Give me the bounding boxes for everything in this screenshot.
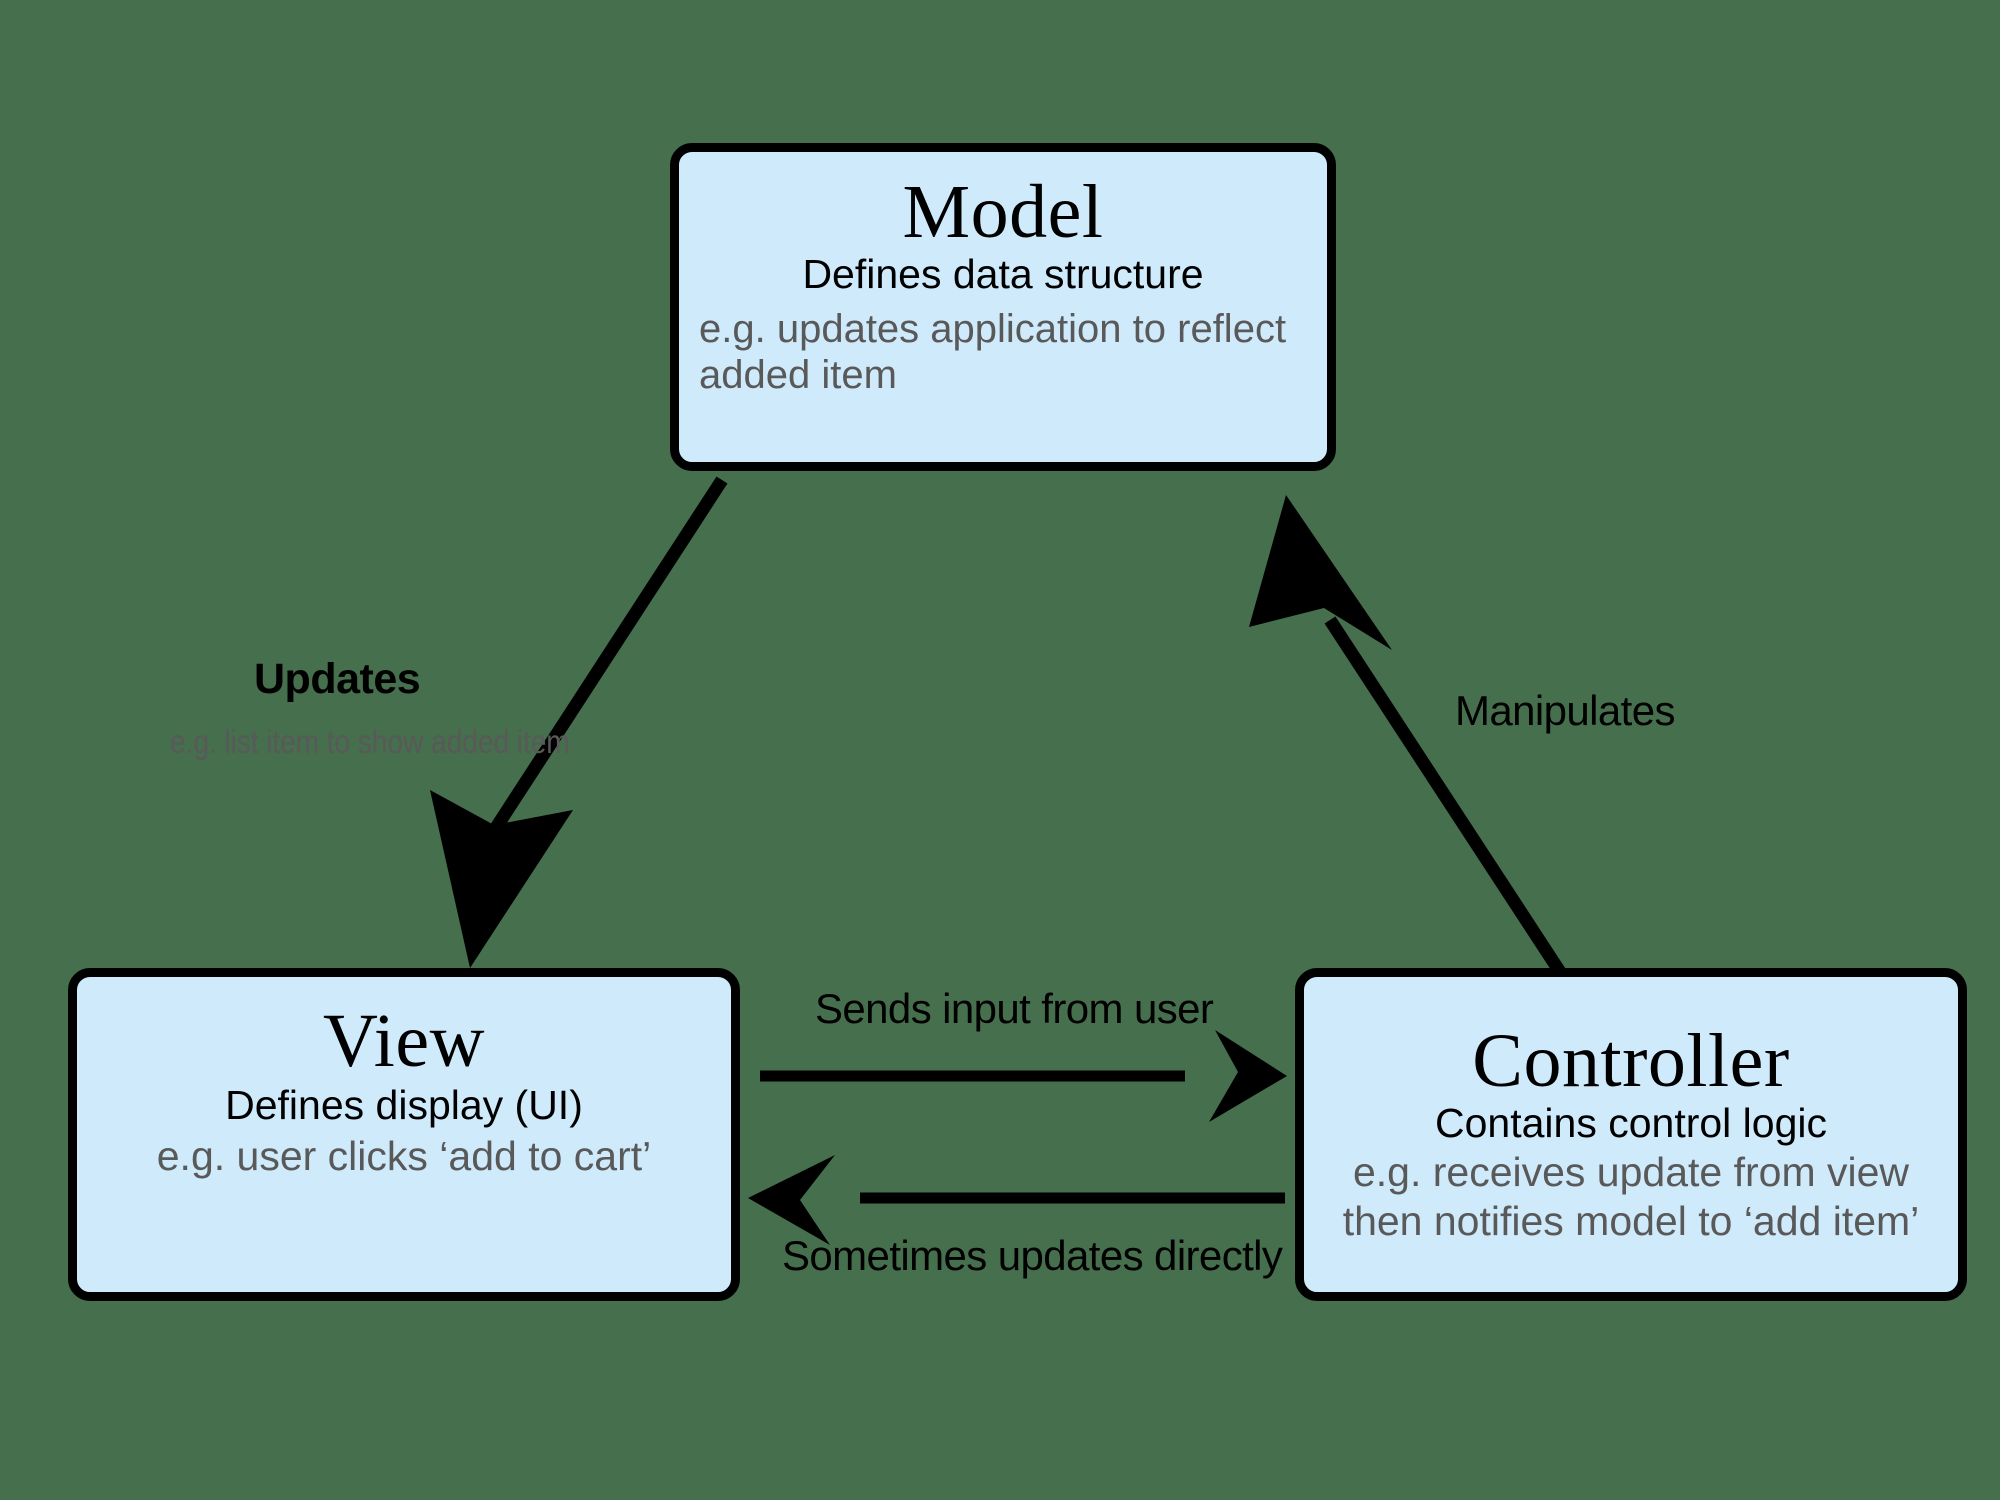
arrow-view-to-controller bbox=[760, 1030, 1287, 1122]
node-controller-example-line-2: then notifies model to ‘add item’ bbox=[1342, 1198, 1920, 1245]
node-view[interactable]: View Defines display (UI) e.g. user clic… bbox=[68, 968, 740, 1301]
node-model-title: Model bbox=[902, 170, 1104, 254]
arrow-controller-to-model bbox=[1249, 495, 1568, 979]
edge-label-updates: Updates bbox=[254, 655, 421, 703]
node-model-subtitle: Defines data structure bbox=[802, 251, 1204, 297]
edge-label-sometimes-updates-directly: Sometimes updates directly bbox=[782, 1232, 1283, 1279]
node-view-example: e.g. user clicks ‘add to cart’ bbox=[156, 1132, 652, 1179]
edge-label-manipulates: Manipulates bbox=[1455, 687, 1675, 734]
node-controller-subtitle: Contains control logic bbox=[1435, 1100, 1827, 1146]
node-controller[interactable]: Controller Contains control logic e.g. r… bbox=[1295, 968, 1967, 1301]
node-controller-example-line-1: e.g. receives update from view bbox=[1352, 1148, 1910, 1195]
node-view-subtitle: Defines display (UI) bbox=[225, 1082, 583, 1128]
edge-label-sends-input-from-user: Sends input from user bbox=[815, 985, 1214, 1032]
node-view-title: View bbox=[322, 999, 486, 1083]
node-controller-title: Controller bbox=[1472, 1019, 1790, 1103]
node-model[interactable]: Model Defines data structure e.g. update… bbox=[670, 143, 1336, 471]
node-model-example: e.g. updates application to reflect adde… bbox=[699, 306, 1287, 398]
edge-sublabel-updates: e.g. list item to show added item bbox=[170, 723, 570, 760]
